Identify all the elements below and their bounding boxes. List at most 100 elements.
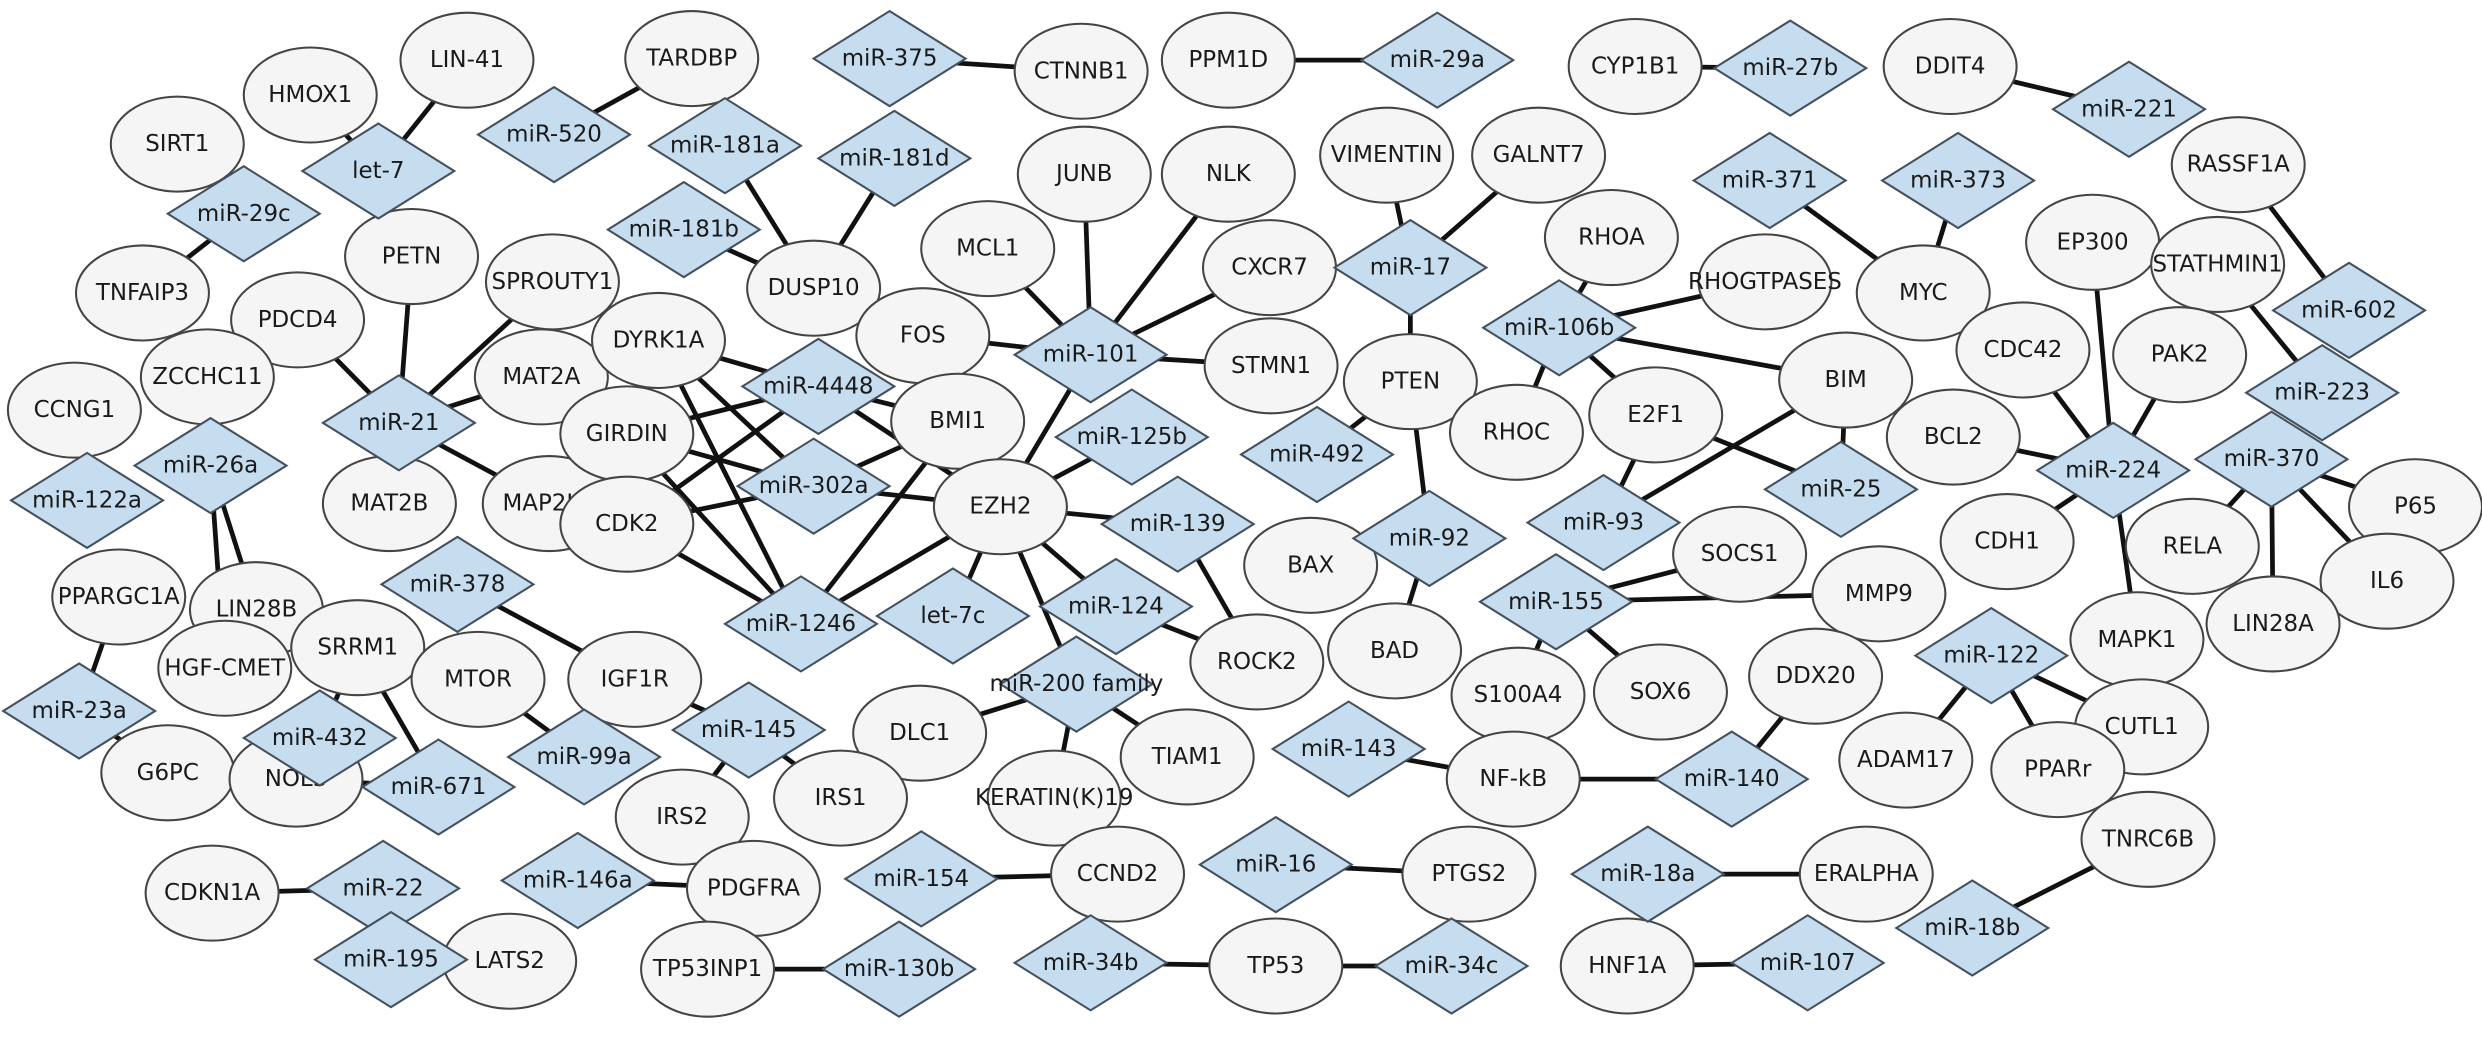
mirna-node-mir-370[interactable]: miR-370 (2193, 410, 2350, 508)
mirna-node-mir-17[interactable]: miR-17 (1332, 218, 1489, 317)
mirna-node-mir-492[interactable]: miR-492 (1239, 405, 1395, 504)
mirna-node-mir-1246[interactable]: miR-1246 (723, 575, 879, 673)
mirna-node-mir-378[interactable]: miR-378 (379, 535, 536, 634)
mirna-node-mir-155[interactable]: miR-155 (1478, 553, 1634, 651)
mirna-node-mir-181a[interactable]: miR-181a (647, 96, 803, 195)
gene-node-ccnd2[interactable]: CCND2 (1050, 825, 1186, 923)
mirna-node-mir-125b[interactable]: miR-125b (1053, 388, 1210, 486)
gene-node-srrm1[interactable]: SRRM1 (290, 599, 426, 697)
gene-node-cdh1[interactable]: CDH1 (1939, 493, 2075, 591)
gene-node-pten[interactable]: PTEN (1342, 333, 1478, 431)
gene-node-lin-41[interactable]: LIN-41 (399, 11, 535, 109)
mirna-node-mir-602[interactable]: miR-602 (2271, 261, 2427, 360)
gene-node-ddit4[interactable]: DDIT4 (1882, 17, 2018, 116)
mirna-node-mir-671[interactable]: miR-671 (360, 738, 517, 836)
mirna-node-mir-154[interactable]: miR-154 (843, 830, 1000, 928)
mirna-node-mir-371[interactable]: miR-371 (1691, 131, 1848, 230)
mirna-node-mir-200-family[interactable]: miR-200 family (989, 635, 1163, 733)
gene-node-bad[interactable]: BAD (1327, 602, 1463, 700)
gene-node-pparr[interactable]: PPARr (1990, 721, 2126, 819)
gene-node-mmp9[interactable]: MMP9 (1811, 545, 1947, 643)
gene-node-ccng1[interactable]: CCNG1 (6, 361, 142, 459)
mirna-node-mir-139[interactable]: miR-139 (1099, 475, 1256, 573)
mirna-node-mir-21[interactable]: miR-21 (320, 374, 477, 472)
mirna-node-mir-25[interactable]: miR-25 (1763, 440, 1919, 539)
gene-node-mcl1[interactable]: MCL1 (920, 200, 1056, 298)
mirna-node-mir-221[interactable]: miR-221 (2051, 60, 2207, 158)
mirna-node-mir-122[interactable]: miR-122 (1913, 606, 2070, 705)
gene-node-s100a4[interactable]: S100A4 (1450, 646, 1586, 744)
gene-node-irs1[interactable]: IRS1 (773, 749, 909, 847)
gene-node-dyrk1a[interactable]: DYRK1A (590, 291, 727, 390)
mirna-node-mir-93[interactable]: miR-93 (1525, 473, 1682, 572)
mirna-node-mir-432[interactable]: miR-432 (241, 689, 398, 787)
mirna-node-mir-34c[interactable]: miR-34c (1373, 917, 1530, 1015)
gene-node-sprouty1[interactable]: SPROUTY1 (484, 233, 620, 331)
gene-node-mat2b[interactable]: MAT2B (321, 455, 457, 553)
gene-node-bax[interactable]: BAX (1243, 516, 1379, 614)
gene-node-g6pc[interactable]: G6PC (100, 724, 236, 822)
mirna-node-mir-223[interactable]: miR-223 (2244, 344, 2401, 442)
mirna-node-mir-27b[interactable]: miR-27b (1712, 19, 1869, 117)
mirna-node-mir-18a[interactable]: miR-18a (1569, 825, 1726, 923)
gene-node-rhoc[interactable]: RHOC (1448, 383, 1584, 481)
gene-node-lin28a[interactable]: LIN28A (2205, 575, 2341, 673)
mirna-node-mir-145[interactable]: miR-145 (670, 681, 827, 779)
gene-node-e2f1[interactable]: E2F1 (1588, 366, 1724, 464)
gene-node-irs2[interactable]: IRS2 (614, 768, 750, 866)
gene-node-hnf1a[interactable]: HNF1A (1559, 917, 1695, 1015)
mirna-node-mir-130b[interactable]: miR-130b (821, 920, 978, 1018)
mirna-node-mir-106b[interactable]: miR-106b (1481, 279, 1638, 377)
gene-node-rela[interactable]: RELA (2124, 497, 2260, 595)
gene-node-petn[interactable]: PETN (344, 208, 480, 306)
gene-node-nlk[interactable]: NLK (1160, 125, 1296, 223)
gene-node-junb[interactable]: JUNB (1016, 125, 1152, 223)
mirna-node-mir-181b[interactable]: miR-181b (605, 180, 762, 279)
gene-node-pak2[interactable]: PAK2 (2112, 306, 2248, 404)
mirna-node-mir-107[interactable]: miR-107 (1729, 914, 1886, 1012)
gene-node-girdin[interactable]: GIRDIN (559, 385, 695, 483)
gene-node-pdcd4[interactable]: PDCD4 (230, 271, 366, 369)
mirna-node-mir-29c[interactable]: miR-29c (165, 165, 322, 263)
mirna-node-mir-375[interactable]: miR-375 (811, 9, 968, 108)
gene-node-bmi1[interactable]: BMI1 (890, 372, 1026, 470)
gene-node-eralpha[interactable]: ERALPHA (1798, 825, 1934, 923)
gene-node-ppargc1a[interactable]: PPARGC1A (51, 548, 187, 646)
mirna-node-mir-146a[interactable]: miR-146a (499, 831, 656, 930)
mirna-node-mir-143[interactable]: miR-143 (1270, 700, 1427, 798)
mirna-node-mir-520[interactable]: miR-520 (476, 85, 632, 184)
mirna-node-mir-23a[interactable]: miR-23a (1, 662, 158, 760)
gene-node-ctnnb1[interactable]: CTNNB1 (1013, 22, 1149, 120)
gene-node-lats2[interactable]: LATS2 (442, 912, 578, 1010)
gene-node-sirt1[interactable]: SIRT1 (109, 95, 245, 193)
gene-node-dusp10[interactable]: DUSP10 (746, 239, 882, 337)
gene-node-adam17[interactable]: ADAM17 (1838, 711, 1974, 809)
gene-node-rhoa[interactable]: RHOA (1543, 189, 1679, 287)
gene-node-ppm1d[interactable]: PPM1D (1160, 11, 1296, 109)
gene-node-tiam1[interactable]: TIAM1 (1119, 708, 1255, 806)
gene-node-keratin-k-19[interactable]: KERATIN(K)19 (975, 749, 1133, 847)
gene-node-bcl2[interactable]: BCL2 (1885, 388, 2021, 486)
gene-node-galnt7[interactable]: GALNT7 (1471, 106, 1607, 204)
gene-node-mat2a[interactable]: MAT2A (473, 328, 609, 426)
gene-node-cdkn1a[interactable]: CDKN1A (144, 844, 280, 942)
gene-node-rhogtpases[interactable]: RHOGTPASES (1688, 233, 1842, 331)
mirna-node-mir-18b[interactable]: miR-18b (1894, 879, 2051, 977)
gene-node-ddx20[interactable]: DDX20 (1748, 627, 1884, 725)
mirna-node-mir-92[interactable]: miR-92 (1351, 489, 1508, 588)
gene-node-rock2[interactable]: ROCK2 (1189, 613, 1325, 711)
gene-node-cdk2[interactable]: CDK2 (559, 475, 695, 573)
gene-node-nf-kb[interactable]: NF-kB (1445, 730, 1581, 828)
mirna-node-mir-99a[interactable]: miR-99a (506, 708, 663, 806)
mirna-node-mir-224[interactable]: miR-224 (2035, 421, 2192, 520)
mirna-node-mir-29a[interactable]: miR-29a (1359, 11, 1516, 109)
gene-node-ptgs2[interactable]: PTGS2 (1401, 825, 1537, 923)
gene-node-mapk1[interactable]: MAPK1 (2069, 591, 2205, 689)
gene-node-mtor[interactable]: MTOR (410, 630, 546, 728)
mirna-node-mir-16[interactable]: miR-16 (1197, 815, 1354, 914)
gene-node-ep300[interactable]: EP300 (2025, 193, 2161, 291)
mirna-node-mir-101[interactable]: miR-101 (1012, 306, 1169, 404)
gene-node-fos[interactable]: FOS (855, 287, 991, 385)
gene-node-myc[interactable]: MYC (1855, 244, 1991, 342)
mirna-node-mir-34b[interactable]: miR-34b (1012, 914, 1169, 1012)
